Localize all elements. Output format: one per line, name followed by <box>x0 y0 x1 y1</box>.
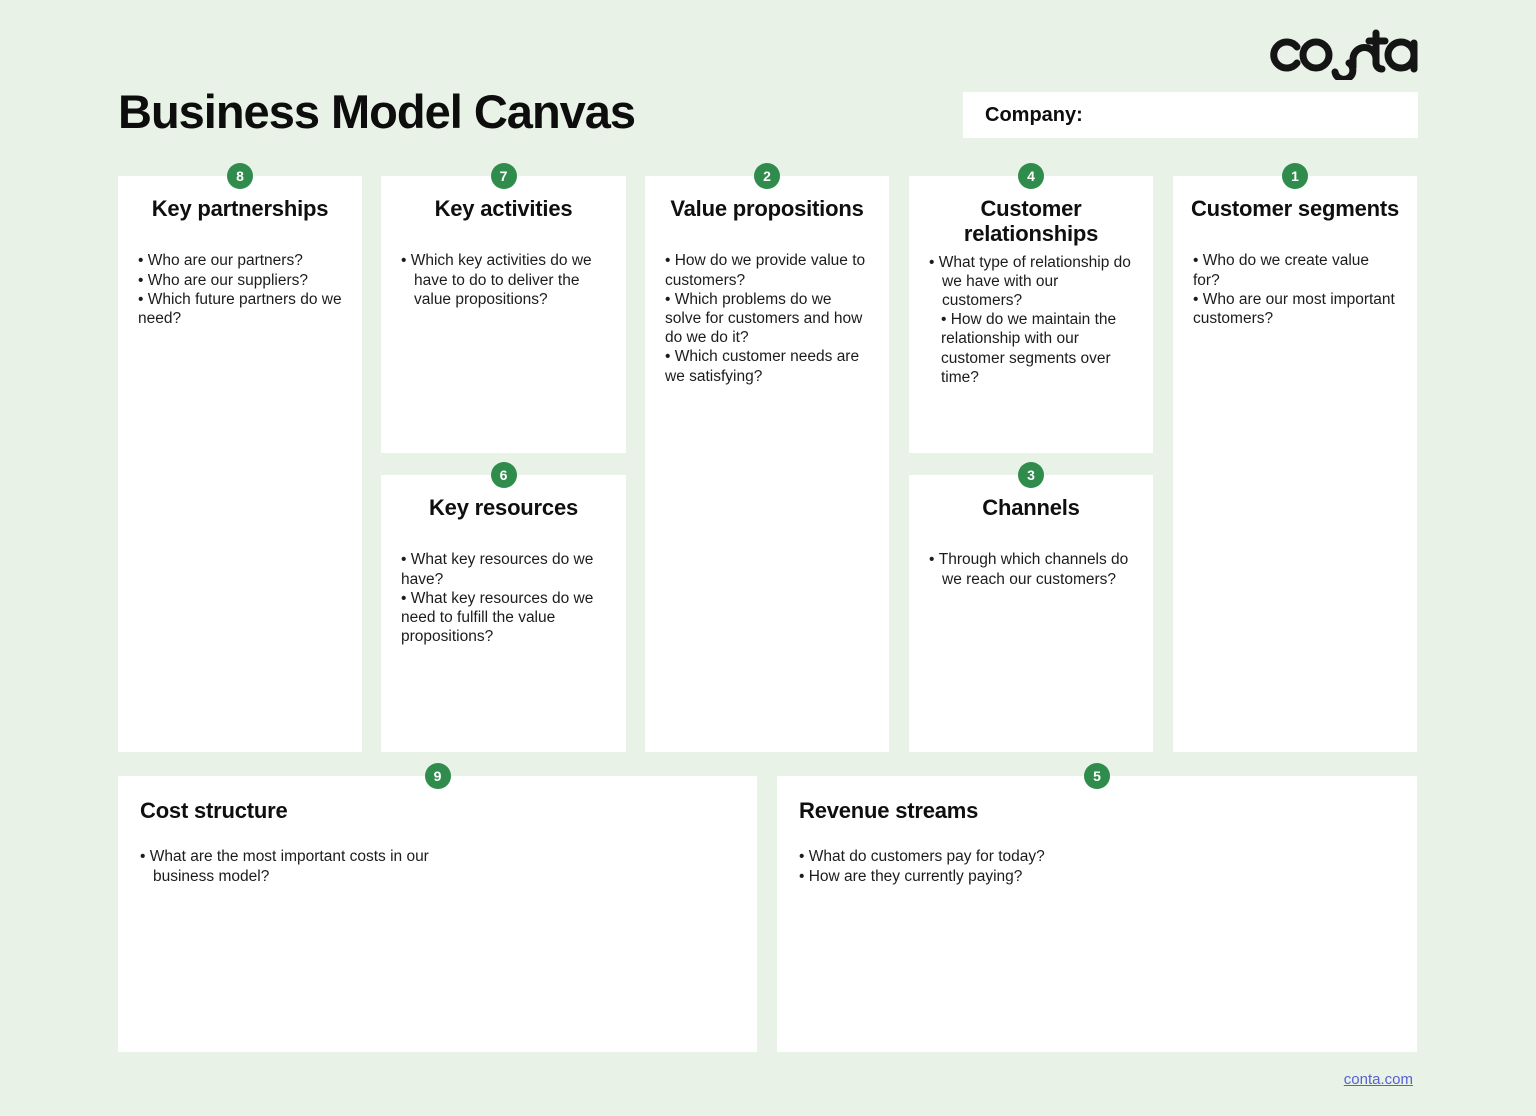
card-key-resources: 6 Key resources What key resources do we… <box>381 462 626 752</box>
card-number-badge: 9 <box>424 763 451 789</box>
footer-link[interactable]: conta.com <box>1343 1071 1413 1088</box>
card-number-badge: 4 <box>1018 163 1044 189</box>
card-key-partnerships: 8 Key partnerships Who are our partners?… <box>118 163 362 752</box>
bullet-item: Which future partners do we need? <box>138 290 342 328</box>
page-title: Business Model Canvas <box>118 85 636 138</box>
card-bullets: What key resources do we have? What key … <box>401 550 606 646</box>
card-customer-relationships: 4 Customer relationships What type of re… <box>909 163 1153 453</box>
card-bullets: What are the most important costs in our… <box>140 847 470 885</box>
card-number-badge: 3 <box>1018 462 1044 488</box>
logo-letter-o <box>1299 38 1333 72</box>
card-bullets: What do customers pay for today? How are… <box>799 847 1129 885</box>
bullet-item: How are they currently paying? <box>799 867 1129 886</box>
card-title: Key partnerships <box>151 196 329 221</box>
card-number-badge: 1 <box>1282 163 1308 189</box>
card-key-activities: 7 Key activities Which key activities do… <box>381 163 626 453</box>
bullet-item: Which customer needs are we satisfying? <box>665 347 869 385</box>
card-number-badge: 2 <box>754 163 780 189</box>
logo-letter-t-stem <box>1372 29 1386 73</box>
card-bullets: Who do we create value for? Who are our … <box>1193 251 1397 328</box>
company-label: Company: <box>985 103 1083 126</box>
card-bullets: Which key activities do we have to do to… <box>401 251 606 309</box>
card-bullets: Through which channels do we reach our c… <box>929 550 1133 588</box>
card-title: Channels <box>982 495 1080 520</box>
card-number-badge: 7 <box>490 163 517 189</box>
logo-letter-a <box>1384 38 1418 72</box>
card-customer-segments: 1 Customer segments Who do we create val… <box>1173 163 1417 752</box>
card-title: Cost structure <box>140 798 288 823</box>
card-channels: 3 Channels Through which channels do we … <box>909 462 1153 752</box>
card-value-propositions: 2 Value propositions How do we provide v… <box>645 163 889 752</box>
card-cost-structure: 9 Cost structure What are the most impor… <box>118 763 757 1052</box>
bullet-item: What key resources do we need to fulfill… <box>401 589 606 647</box>
card-title: Key activities <box>434 196 573 221</box>
card-title: Customer relationships <box>963 196 1099 247</box>
bullet-item: What do customers pay for today? <box>799 847 1129 866</box>
bullet-item: Who do we create value for? <box>1193 251 1397 289</box>
company-field[interactable]: Company: <box>963 92 1418 138</box>
bullet-item: Who are our most important customers? <box>1193 290 1397 328</box>
card-bullets: What type of relationship do we have wit… <box>929 253 1133 388</box>
bullet-item: Who are our suppliers? <box>138 271 342 290</box>
bullet-item: Which problems do we solve for customers… <box>665 290 869 348</box>
bullet-item: Which key activities do we have to do to… <box>401 251 606 309</box>
bullet-item: How do we maintain the relationship with… <box>941 310 1133 387</box>
bullet-item: What are the most important costs in our… <box>140 847 470 885</box>
card-title: Key resources <box>428 495 579 520</box>
bullet-item: Who are our partners? <box>138 251 342 270</box>
card-title: Revenue streams <box>799 798 979 823</box>
card-number-badge: 6 <box>490 462 517 488</box>
bullet-item: What key resources do we have? <box>401 550 606 588</box>
card-title: Value propositions <box>670 196 864 221</box>
card-bullets: Who are our partners? Who are our suppli… <box>138 251 342 328</box>
bullet-item: Through which channels do we reach our c… <box>929 550 1133 588</box>
card-title: Customer segments <box>1190 196 1400 221</box>
card-revenue-streams: 5 Revenue streams What do customers pay … <box>777 763 1417 1052</box>
conta-logo <box>1270 29 1418 80</box>
card-number-badge: 8 <box>227 163 253 189</box>
logo-letter-c <box>1270 38 1301 72</box>
bullet-item: How do we provide value to customers? <box>665 251 869 289</box>
card-number-badge: 5 <box>1084 763 1110 789</box>
bullet-item: What type of relationship do we have wit… <box>929 253 1133 311</box>
card-bullets: How do we provide value to customers? Wh… <box>665 251 869 386</box>
